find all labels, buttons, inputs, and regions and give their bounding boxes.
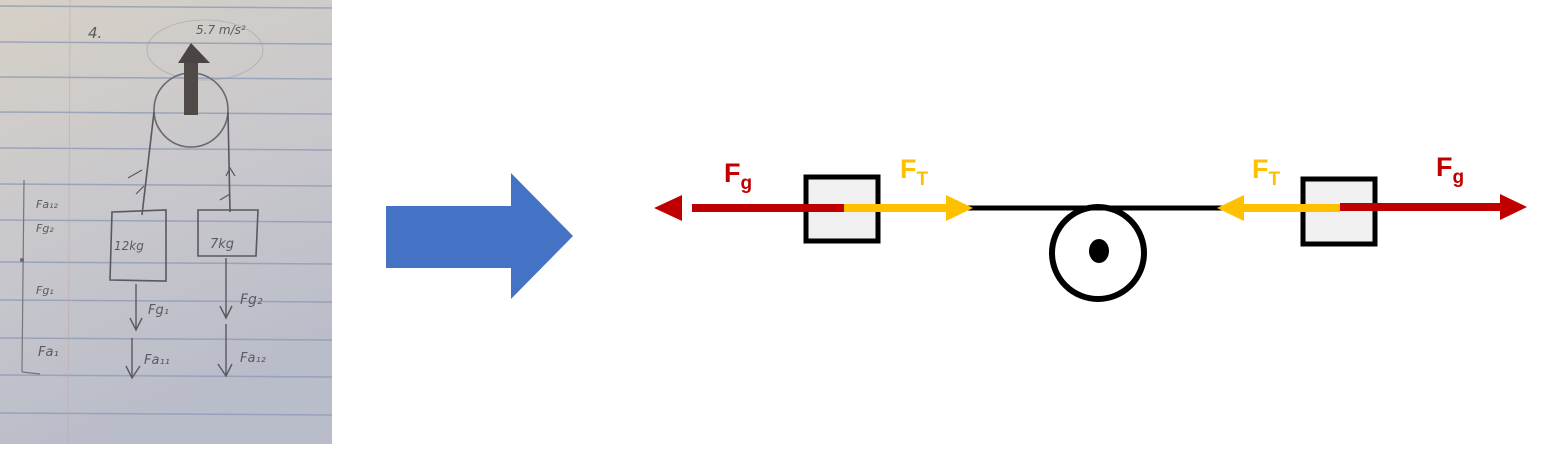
block-7kg [197,209,259,257]
problem-number: 4. [88,24,102,42]
right-gravity-head [1500,194,1527,220]
rope-left [141,111,155,216]
left-gravity-head [654,195,682,221]
side-bracket [21,179,41,375]
side-label-2: Fg₂ [36,222,54,235]
hand-force-arrows [125,258,233,380]
rope-right-arrows [219,166,236,201]
rope-right [227,111,231,213]
force-label-fg2: Fg₂ [240,292,263,308]
left-tension-head [946,195,973,221]
bracket-dot [20,258,24,262]
block-right-mass: 7kg [210,237,234,252]
right-arrow-icon [386,173,573,299]
right-tension-label: FT [1252,154,1281,190]
side-label-1: Fa₁₂ [36,198,58,211]
ruled-lines [0,5,332,416]
accel-circle [146,19,264,81]
force-label-fa11: Fa₁₁ [144,353,170,368]
side-label-3: Fg₁ [36,284,54,297]
block-left-mass: 12kg [114,239,144,253]
force-label-fg1: Fg₁ [148,303,169,318]
right-gravity-arrow [1340,194,1527,220]
notebook-sketch: 4. 5.7 m/s² 12kg 7kg Fa₁₂ Fg₂ Fg₁ Fa₁ Fg… [0,0,332,444]
right-tension-arrow [1217,195,1340,221]
right-gravity-label: Fg [1436,152,1464,188]
side-label-4: Fa₁ [38,345,59,360]
block-12kg [109,209,167,282]
notebook-photo: 4. 5.7 m/s² 12kg 7kg Fa₁₂ Fg₂ Fg₁ Fa₁ Fg… [0,0,332,444]
force-label-fa12: Fa₁₂ [240,351,266,366]
acceleration-label: 5.7 m/s² [196,23,246,37]
right-tension-head [1217,195,1244,221]
left-gravity-label: Fg [724,158,752,194]
left-tension-label: FT [900,154,929,190]
left-gravity-arrow [654,195,844,221]
pulley-axle [1089,239,1109,263]
left-tension-arrow [844,195,973,221]
up-arrow-head [178,43,210,63]
margin-line [67,0,71,444]
up-arrow-shaft [184,60,198,115]
clean-diagram: Fg FT FT Fg [332,0,1556,444]
rope-left-arrows [127,169,145,195]
